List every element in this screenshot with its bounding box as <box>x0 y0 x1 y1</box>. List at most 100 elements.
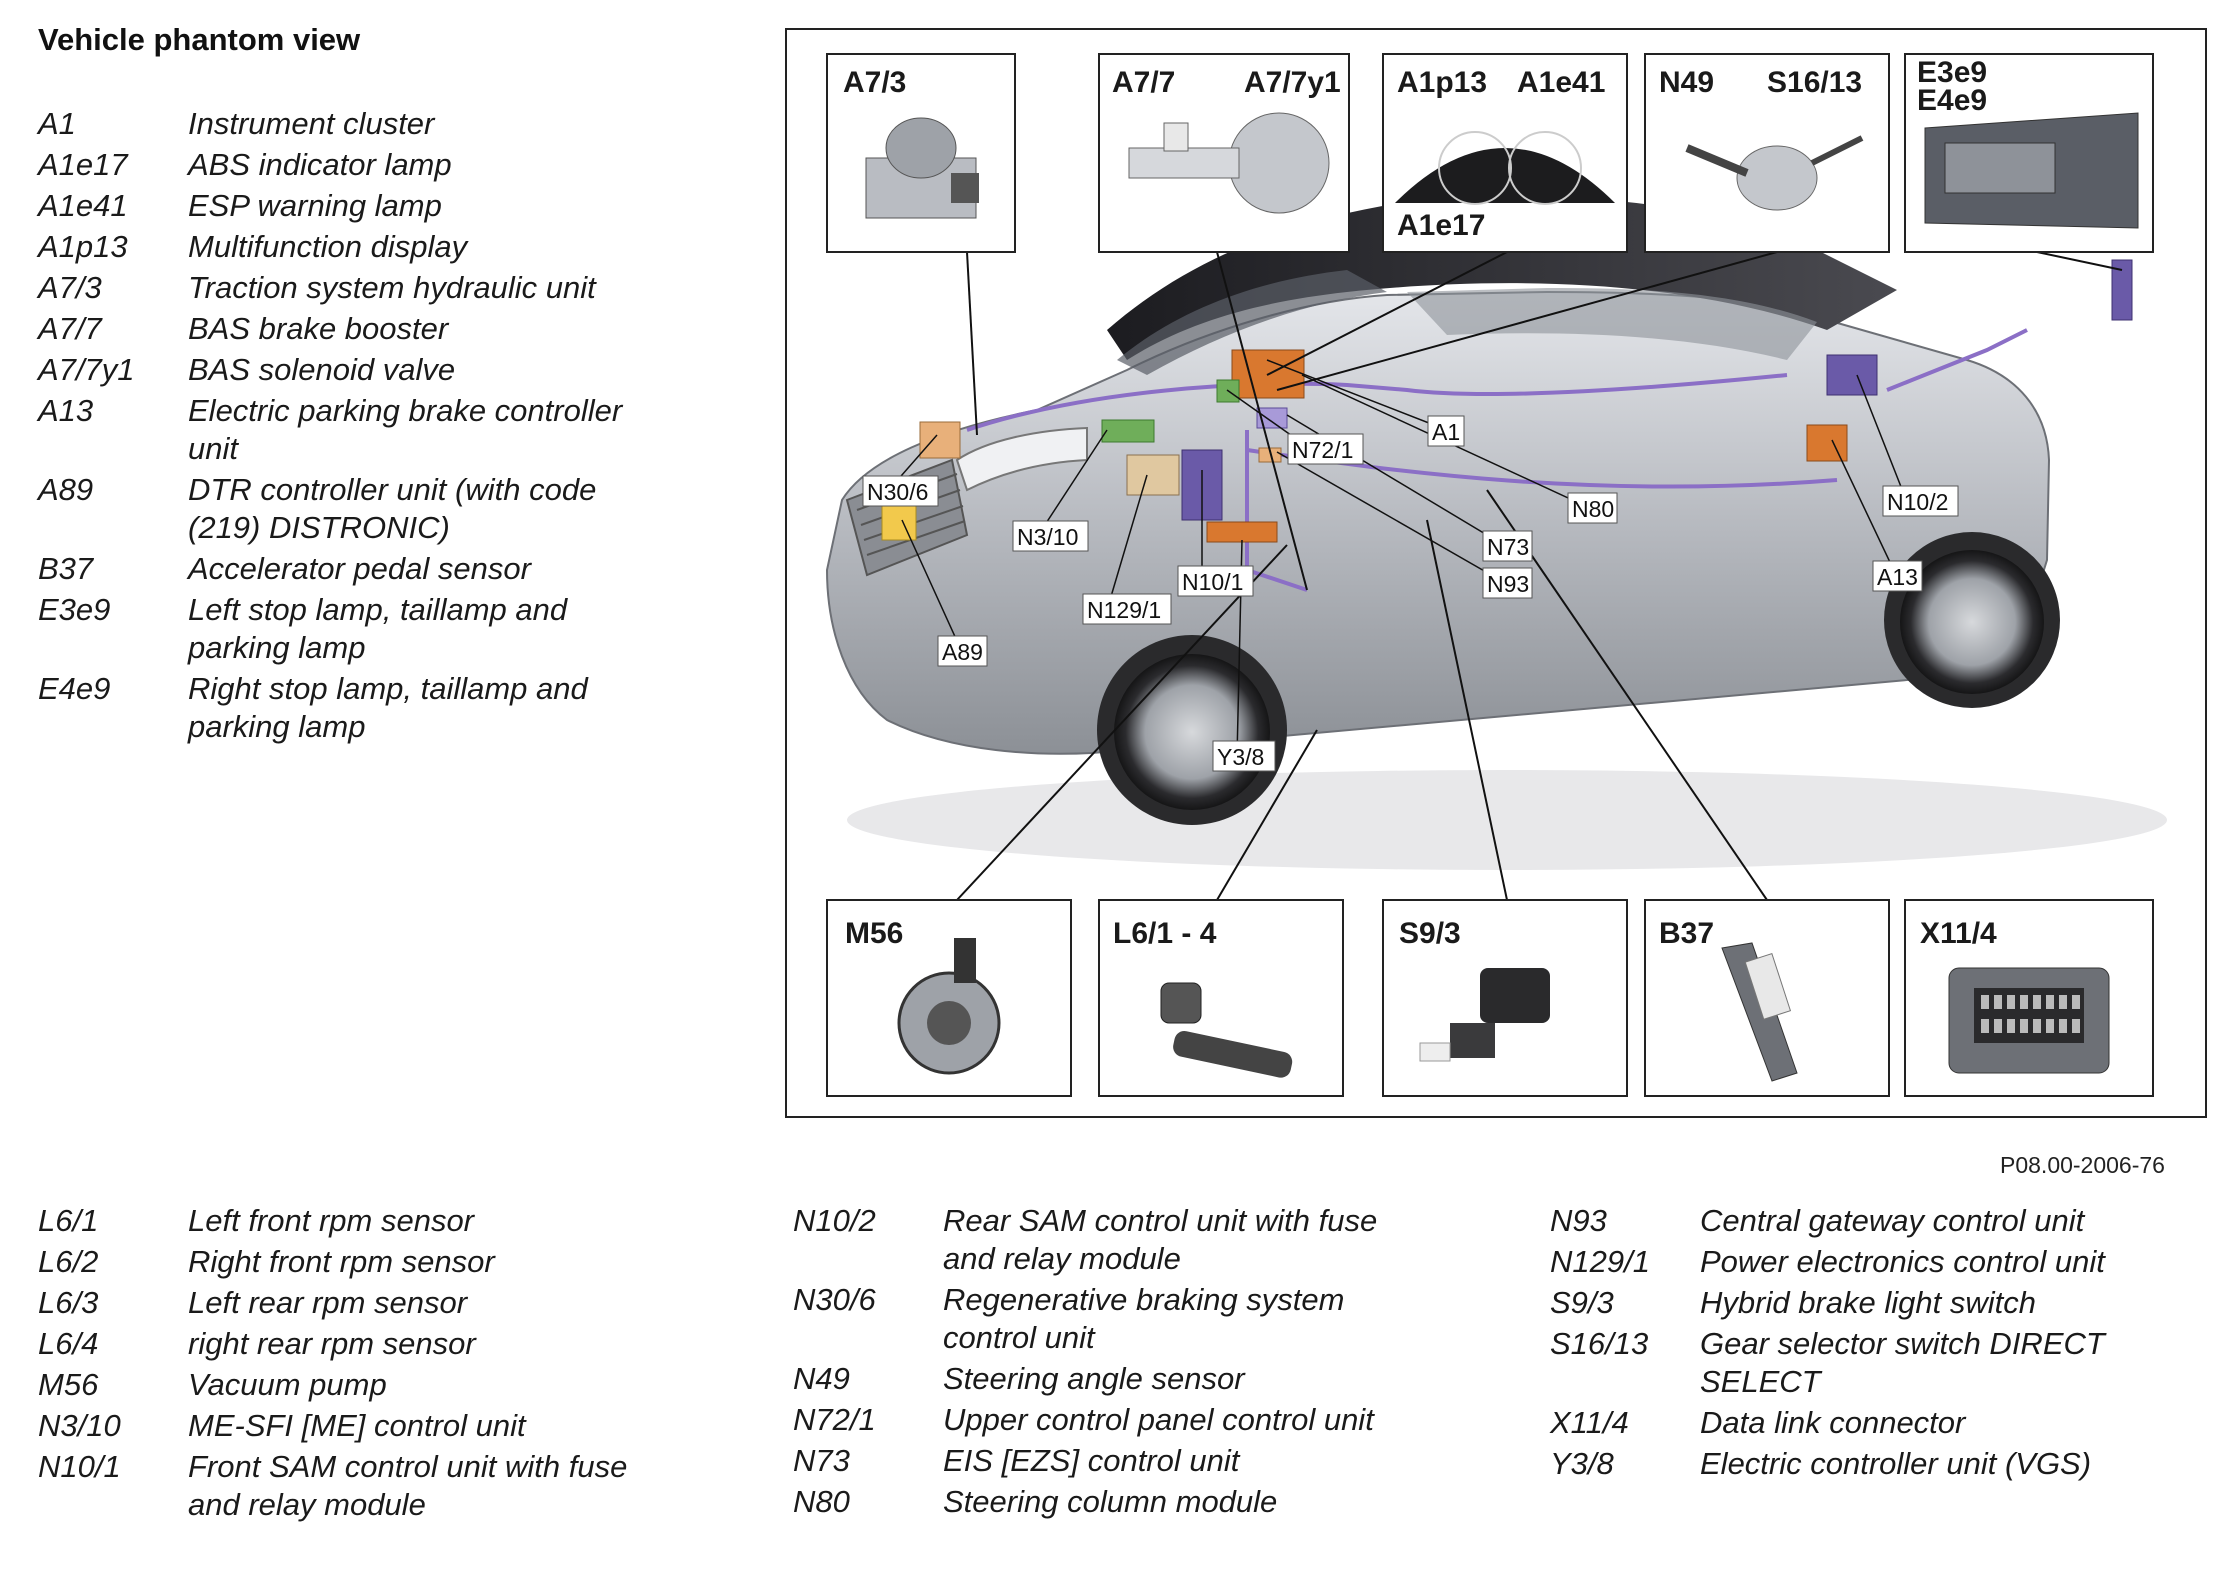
legend-description: Steering angle sensor <box>943 1360 1453 1398</box>
legend-code: A7/7y1 <box>38 352 135 387</box>
module-tail-lamp <box>2111 259 2133 321</box>
callout-box <box>1427 415 1465 447</box>
windshield <box>1117 270 1387 375</box>
legend-code: M56 <box>38 1367 99 1402</box>
legend-description: Left front rpm sensor <box>188 1202 698 1240</box>
module-n129-1 <box>1126 454 1180 496</box>
rear-wheel <box>1900 550 2044 694</box>
bottom-box-rpm-sensor: L6/1 - 4 <box>1098 899 1344 1097</box>
top-box-hydraulic-unit: A7/3 <box>826 53 1016 253</box>
callout-label: N73 <box>1487 534 1529 560</box>
legend-description-line: Left stop lamp, taillamp and <box>188 592 568 627</box>
detail-box-label: L6/1 - 4 <box>1113 917 1217 950</box>
legend-description: Right front rpm sensor <box>188 1243 698 1281</box>
legend-description-line: Multifunction display <box>188 229 468 264</box>
leader-line <box>956 544 1288 901</box>
steering-column-illustration <box>1685 135 1864 211</box>
legend-entry: N129/1 Power electronics control unit <box>1550 1243 2190 1281</box>
legend-description: Vacuum pump <box>188 1366 698 1404</box>
legend-code: A1e41 <box>38 188 128 223</box>
callout-leader <box>1106 474 1148 611</box>
legend-description: Left rear rpm sensor <box>188 1284 698 1322</box>
legend-description-line: Electric controller unit (VGS) <box>1700 1446 2092 1481</box>
legend-description: BAS brake booster <box>188 310 678 348</box>
callout-leader <box>1036 429 1108 538</box>
callout-label: N72/1 <box>1292 437 1353 463</box>
legend-code: L6/3 <box>38 1285 99 1320</box>
legend-code: Y3/8 <box>1550 1446 1614 1481</box>
detail-box-label: A7/7y1 <box>1244 66 1341 99</box>
brake-light-switch-illustration <box>1419 968 1550 1062</box>
legend-entry: L6/3 Left rear rpm sensor <box>38 1284 698 1322</box>
legend-entry: M56 Vacuum pump <box>38 1366 698 1404</box>
tail-lamp-illustration <box>1924 112 2139 229</box>
module-n30-6 <box>919 421 961 459</box>
legend-description-line: Instrument cluster <box>188 106 435 141</box>
legend-code: N80 <box>793 1484 850 1519</box>
callout-box <box>1082 593 1172 625</box>
detail-box-label: X11/4 <box>1920 917 1997 950</box>
data-link-connector-illustration <box>1948 967 2110 1074</box>
legend-description: right rear rpm sensor <box>188 1325 698 1363</box>
module-n3-10 <box>1101 419 1155 443</box>
legend-description-line: and relay module <box>943 1241 1181 1276</box>
legend-description-line: parking lamp <box>188 709 366 744</box>
callout-box <box>1177 565 1254 597</box>
legend-description-line: Steering angle sensor <box>943 1361 1245 1396</box>
legend-description-line: control unit <box>943 1320 1095 1355</box>
legend-description-line: Hybrid brake light switch <box>1700 1285 2036 1320</box>
legend-code: N93 <box>1550 1203 1607 1238</box>
module-n73 <box>1256 407 1288 429</box>
callout-box <box>1482 567 1533 599</box>
legend-code: N10/1 <box>38 1449 121 1484</box>
bottom-box-data-link-connector: X11/4 <box>1904 899 2154 1097</box>
callout-label: N80 <box>1572 496 1614 522</box>
side-window <box>1407 288 1817 360</box>
legend-description: Upper control panel control unit <box>943 1401 1453 1439</box>
module-a1 <box>1231 349 1305 399</box>
legend-description-line: Electric parking brake controller <box>188 393 623 428</box>
legend-code: A13 <box>38 393 94 428</box>
legend-code: E4e9 <box>38 671 111 706</box>
legend-code: B37 <box>38 551 94 586</box>
legend-code: A7/7 <box>38 311 102 346</box>
legend-description-line: Right stop lamp, taillamp and <box>188 671 588 706</box>
callout-label: A89 <box>942 639 983 665</box>
brake-booster-illustration <box>1128 112 1330 214</box>
legend-description-line: Regenerative braking system <box>943 1282 1345 1317</box>
callout-leader <box>901 519 963 653</box>
detail-box-label: A1p13 <box>1397 66 1487 99</box>
callout-label: N10/1 <box>1182 569 1243 595</box>
callout-box <box>1287 433 1364 465</box>
bottom-box-vacuum-pump: M56 <box>826 899 1072 1097</box>
legend-description: Electric controller unit (VGS) <box>1700 1445 2190 1483</box>
legend-description: Power electronics control unit <box>1700 1243 2190 1281</box>
legend-description-line: Power electronics control unit <box>1700 1244 2105 1279</box>
legend-description-line: Left front rpm sensor <box>188 1203 475 1238</box>
legend-description: Data link connector <box>1700 1404 2190 1442</box>
legend-code: N129/1 <box>1550 1244 1650 1279</box>
figure-reference: P08.00-2006-76 <box>2000 1152 2165 1178</box>
callout-box <box>1482 530 1533 562</box>
module-y3-8 <box>1206 521 1278 543</box>
leader-line <box>1426 519 1508 901</box>
legend-description: DTR controller unit (with code(219) DIST… <box>188 471 678 547</box>
detail-box-label: M56 <box>845 917 903 950</box>
callout-label: A13 <box>1877 564 1918 590</box>
